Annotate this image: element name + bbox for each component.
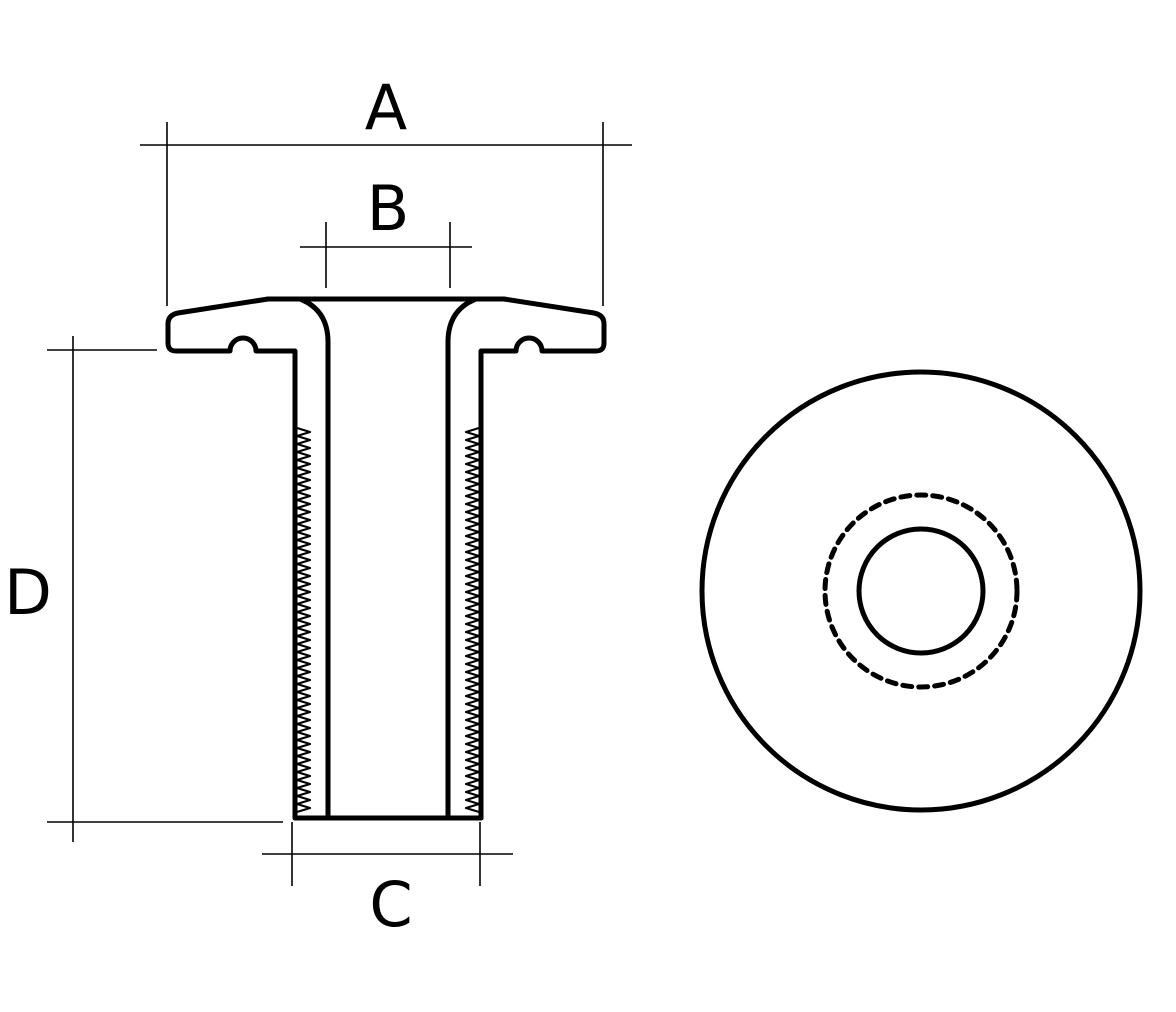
top-view [699, 369, 1143, 813]
right-wall-outline [445, 296, 607, 821]
bore-circle [856, 526, 986, 656]
outer-flange-circle [699, 369, 1143, 813]
dimension-c: C [262, 822, 513, 941]
dimension-a: A [140, 71, 632, 306]
left-thread-serrations [295, 426, 312, 814]
dimension-label-c: C [369, 868, 412, 941]
left-wall-outline [165, 296, 331, 821]
dimension-d: D [4, 336, 283, 842]
dimension-b: B [300, 172, 472, 288]
dimension-label-d: D [4, 556, 52, 629]
hidden-thread-circle [822, 492, 1020, 690]
side-section-view [165, 296, 607, 821]
right-thread-serrations [464, 426, 481, 814]
dimension-label-b: B [367, 172, 410, 245]
dimension-label-a: A [365, 71, 407, 144]
